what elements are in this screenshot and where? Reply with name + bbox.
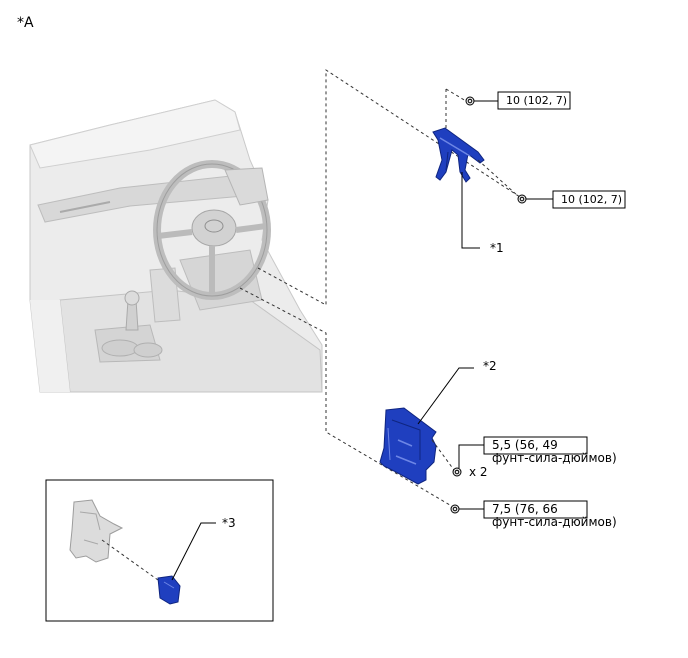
callout-3-label: *3 bbox=[222, 516, 236, 530]
inset-projection bbox=[101, 539, 159, 581]
torque-box-ecu-nut: 5,5 (56, 49 фунт-сила-дюймов) x 2 bbox=[458, 436, 617, 479]
torque-box-ecu-bolt: 7,5 (76, 66 фунт-сила-дюймов) bbox=[459, 500, 617, 529]
torque-bracket-upper: 10 (102, 7) bbox=[506, 94, 567, 107]
vehicle-interior-illustration bbox=[29, 99, 323, 393]
ecu-module-part-2 bbox=[379, 407, 437, 485]
torque-ecu-bolt-line1: 7,5 (76, 66 bbox=[492, 502, 558, 516]
bolt-icon bbox=[450, 504, 460, 514]
inset-frame bbox=[45, 479, 274, 622]
callout-1-leader bbox=[461, 172, 480, 249]
torque-ecu-bolt-line2: фунт-сила-дюймов) bbox=[492, 515, 617, 529]
bolt-icon bbox=[517, 194, 527, 204]
bolt-icon bbox=[465, 96, 475, 106]
callout-2-label: *2 bbox=[483, 359, 497, 373]
bracket-part-1 bbox=[432, 127, 485, 183]
projection-lines bbox=[239, 69, 521, 509]
view-label: *A bbox=[17, 15, 34, 31]
inset-part-3 bbox=[157, 575, 181, 605]
torque-box-bracket-upper: 10 (102, 7) bbox=[474, 91, 571, 110]
torque-ecu-nut-qty: x 2 bbox=[469, 465, 488, 479]
torque-box-bracket-lower: 10 (102, 7) bbox=[526, 190, 626, 209]
torque-ecu-nut-line1: 5,5 (56, 49 bbox=[492, 438, 558, 452]
callout-3-leader bbox=[171, 522, 216, 581]
nut-icon bbox=[452, 467, 462, 477]
inset-bracket-illustration bbox=[69, 499, 124, 563]
callout-1-label: *1 bbox=[490, 241, 504, 255]
torque-ecu-nut-line2: фунт-сила-дюймов) bbox=[492, 451, 617, 465]
callout-2-leader bbox=[417, 367, 474, 425]
torque-bracket-lower: 10 (102, 7) bbox=[561, 193, 622, 206]
